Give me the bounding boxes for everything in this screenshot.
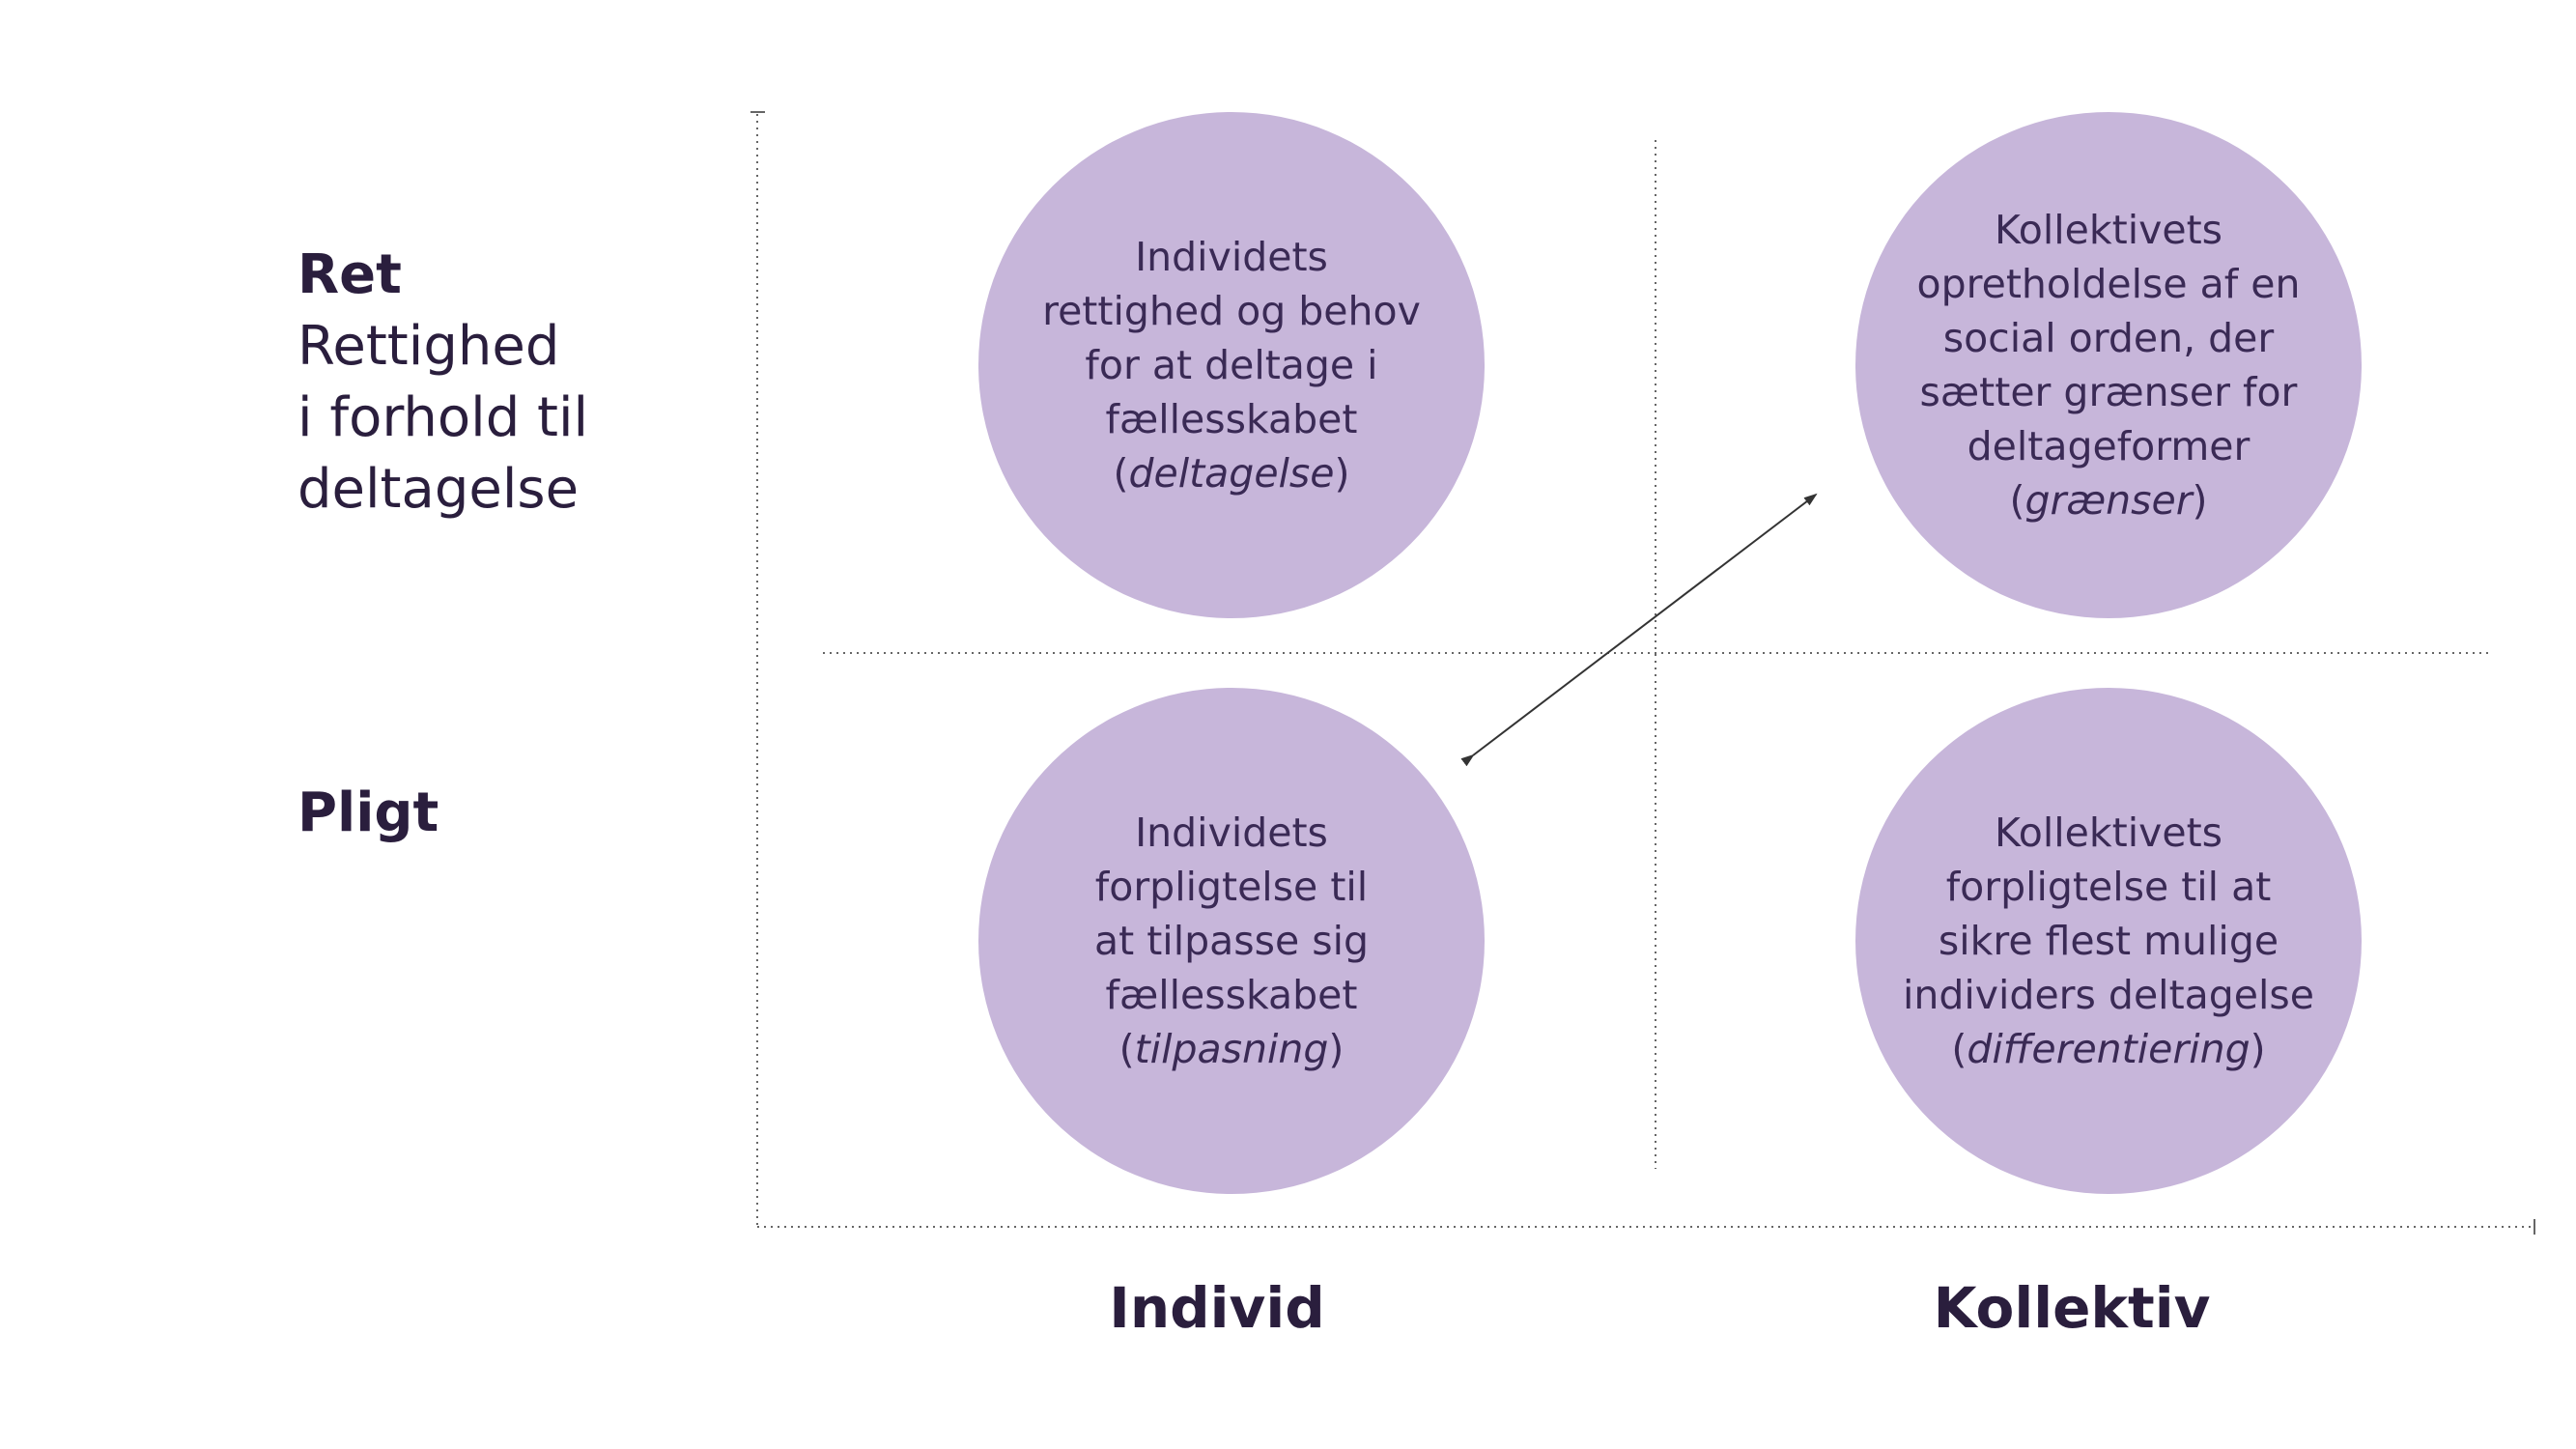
quadrant-text: Individets forpligtelse til at tilpasse … — [1094, 810, 1369, 1072]
text-line: sikre flest mulige — [1938, 918, 2279, 964]
text-line: forpligtelse til — [1094, 864, 1369, 910]
column-label-kollektiv: Kollektiv — [1933, 1275, 2211, 1341]
quadrant-individ-pligt: Individets forpligtelse til at tilpasse … — [978, 688, 1485, 1194]
row-label-ret: Ret Rettighed i forhold til deltagelse — [297, 240, 588, 526]
text-line: Kollektivets — [1994, 207, 2223, 253]
text-line: individers deltagelse — [1902, 972, 2314, 1018]
quadrant-term: tilpasning — [1134, 1026, 1329, 1072]
column-label-individ: Individ — [1109, 1275, 1325, 1341]
row-subtitle-line: deltagelse — [297, 458, 580, 521]
text-line: sætter grænser for — [1919, 369, 2298, 415]
row-label-pligt: Pligt — [297, 778, 439, 849]
quadrant-term: differentiering — [1967, 1026, 2250, 1072]
quadrant-term: grænser — [2024, 477, 2193, 524]
text-line: forpligtelse til at — [1945, 864, 2272, 910]
row-title-ret: Ret — [297, 243, 402, 306]
quadrant-text: Individets rettighed og behov for at del… — [1042, 234, 1421, 497]
quadrant-kollektiv-pligt: Kollektivets forpligtelse til at sikre f… — [1855, 688, 2362, 1194]
text-line: opretholdelse af en — [1916, 261, 2301, 307]
text-line: at tilpasse sig — [1094, 918, 1369, 964]
quadrant-individ-ret: Individets rettighed og behov for at del… — [978, 112, 1485, 618]
text-line: Individets — [1135, 810, 1328, 856]
quadrant-term: deltagelse — [1128, 450, 1335, 497]
row-subtitle-line: Rettighed — [297, 315, 560, 378]
quadrant-text: Kollektivets opretholdelse af en social … — [1916, 207, 2301, 524]
row-subtitle-line: i forhold til — [297, 386, 589, 449]
quadrant-text: Kollektivets forpligtelse til at sikre f… — [1902, 810, 2314, 1072]
text-line: for at deltage i — [1085, 342, 1378, 388]
text-line: fællesskabet — [1105, 396, 1358, 442]
text-line: social orden, der — [1942, 315, 2275, 361]
text-line: Individets — [1135, 234, 1328, 280]
quadrant-kollektiv-ret: Kollektivets opretholdelse af en social … — [1855, 112, 2362, 618]
double-arrow — [1460, 493, 1818, 767]
text-line: deltageformer — [1967, 423, 2250, 469]
text-line: Kollektivets — [1994, 810, 2223, 856]
text-line: fællesskabet — [1105, 972, 1358, 1018]
row-title-pligt: Pligt — [297, 781, 439, 844]
text-line: rettighed og behov — [1042, 288, 1421, 334]
